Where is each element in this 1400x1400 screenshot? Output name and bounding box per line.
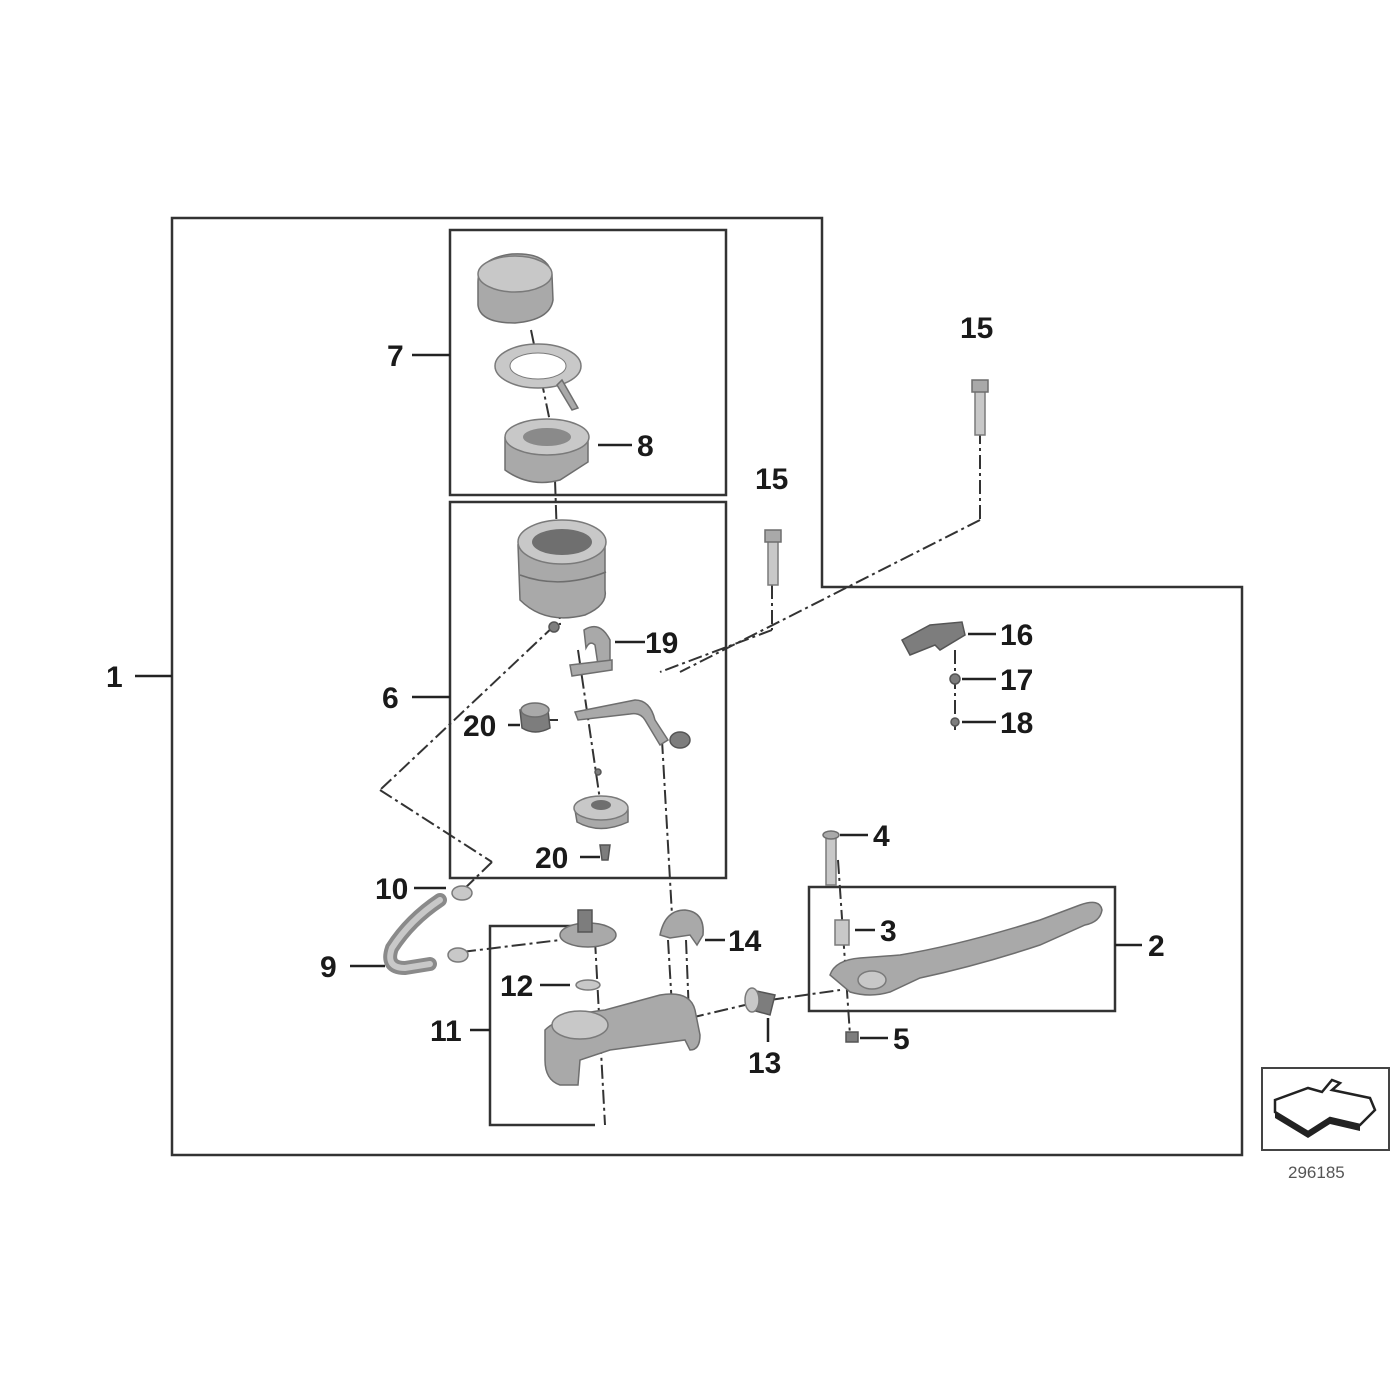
grommet-lower bbox=[573, 795, 629, 830]
callout-7: 7 bbox=[387, 340, 404, 373]
callout-13: 13 bbox=[748, 1047, 781, 1080]
reservoir-bracket bbox=[573, 699, 691, 749]
washer-17 bbox=[949, 673, 961, 685]
orientation-arrow-icon bbox=[1261, 1067, 1390, 1151]
master-cylinder-fitting bbox=[559, 909, 617, 991]
pivot-bushing bbox=[744, 987, 776, 1016]
reservoir-insert bbox=[504, 418, 590, 484]
callout-12: 12 bbox=[500, 970, 533, 1003]
callout-17: 17 bbox=[1000, 664, 1033, 697]
reservoir-body bbox=[517, 519, 607, 633]
assembly-frame bbox=[170, 216, 1244, 1157]
lever-pin bbox=[822, 830, 840, 886]
callout-14: 14 bbox=[728, 925, 762, 958]
lever-bushing bbox=[834, 919, 850, 946]
reservoir-cap-frame bbox=[448, 228, 728, 497]
callout-20-upper: 20 bbox=[463, 710, 496, 743]
reservoir-cap bbox=[477, 253, 554, 324]
callout-18: 18 bbox=[1000, 707, 1033, 740]
handlebar-clamp bbox=[659, 909, 704, 947]
callout-9: 9 bbox=[320, 951, 337, 984]
master-cylinder-bracket bbox=[488, 924, 600, 1127]
brake-hose bbox=[383, 885, 473, 976]
callout-5: 5 bbox=[893, 1023, 910, 1056]
screw-18 bbox=[950, 717, 960, 727]
callout-20-lower: 20 bbox=[535, 842, 568, 875]
callout-16: 16 bbox=[1000, 619, 1033, 652]
callout-19: 19 bbox=[645, 627, 678, 660]
master-cylinder bbox=[544, 993, 701, 1086]
leader-lines bbox=[135, 353, 1142, 1042]
callout-1: 1 bbox=[106, 661, 123, 694]
callout-2: 2 bbox=[1148, 930, 1165, 963]
hand-lever bbox=[829, 901, 1103, 996]
grommet-upper bbox=[519, 702, 551, 733]
reservoir-screw bbox=[594, 768, 611, 861]
callout-4: 4 bbox=[873, 820, 890, 853]
lever-frame bbox=[807, 885, 1117, 1013]
reference-number: 296185 bbox=[1288, 1163, 1345, 1182]
callout-15-upper: 15 bbox=[960, 312, 993, 345]
callout-10: 10 bbox=[375, 873, 408, 906]
reservoir-frame bbox=[448, 500, 728, 880]
callout-3: 3 bbox=[880, 915, 897, 948]
reservoir-clamp bbox=[569, 625, 613, 677]
cap-diaphragm-ring bbox=[494, 343, 582, 411]
callout-6: 6 bbox=[382, 682, 399, 715]
lever-nut bbox=[845, 1031, 859, 1043]
bolt-lower bbox=[764, 529, 782, 586]
switch-part bbox=[900, 621, 966, 656]
callout-11: 11 bbox=[430, 1015, 462, 1048]
callout-15-lower: 15 bbox=[755, 463, 788, 496]
callout-8: 8 bbox=[637, 430, 654, 463]
bolt-upper bbox=[971, 379, 989, 436]
